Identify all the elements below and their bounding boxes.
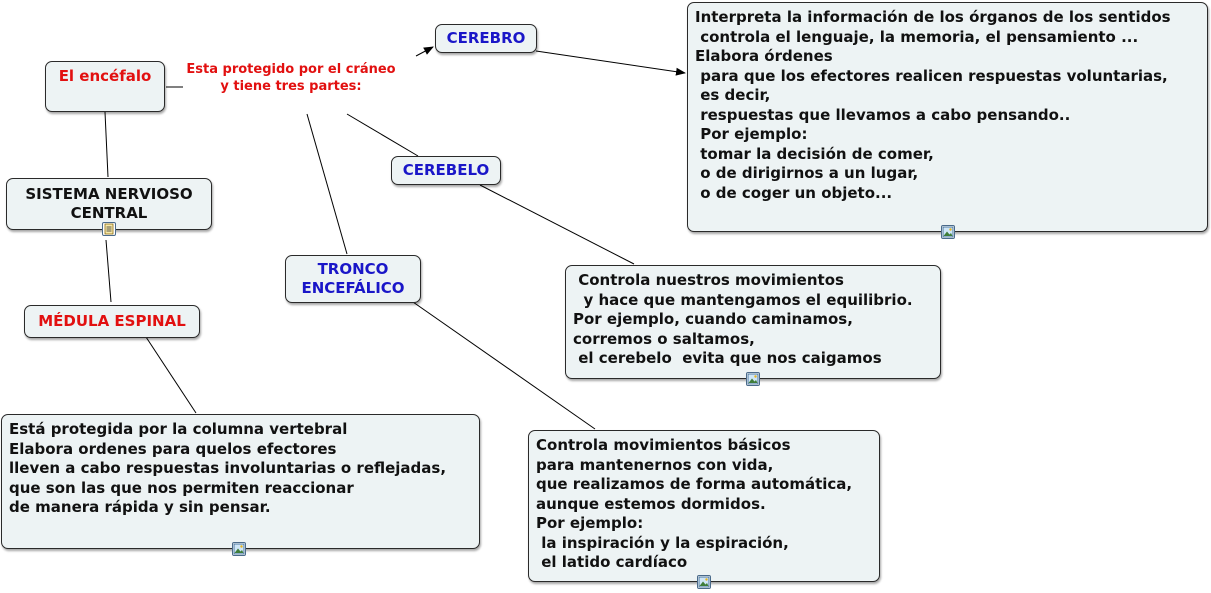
- line-root-to-sistema: [104, 111, 109, 178]
- line-medula-to-desc: [145, 336, 197, 414]
- line-tronco-to-desc: [412, 301, 596, 430]
- tronco-label: TRONCO ENCEFÁLICO: [301, 259, 405, 298]
- node-medula-espinal[interactable]: MÉDULA ESPINAL: [24, 305, 200, 338]
- document-icon[interactable]: [102, 222, 116, 236]
- image-icon[interactable]: [697, 575, 711, 589]
- tronco-description-text: Controla movimientos básicos para manten…: [536, 436, 853, 571]
- line-phrase-to-tronco: [306, 113, 348, 255]
- tronco-description-box[interactable]: Controla movimientos básicos para manten…: [528, 430, 880, 582]
- cerebro-description-box[interactable]: Interpreta la información de los órganos…: [687, 2, 1208, 232]
- medula-label: MÉDULA ESPINAL: [38, 311, 186, 330]
- cerebro-label: CEREBRO: [446, 28, 526, 47]
- cerebelo-description-text: Controla nuestros movimientos y hace que…: [573, 271, 913, 367]
- cerebelo-description-box[interactable]: Controla nuestros movimientos y hace que…: [565, 265, 941, 379]
- image-icon[interactable]: [746, 372, 760, 386]
- image-icon[interactable]: [941, 225, 955, 239]
- root-node-encefalo[interactable]: El encéfalo: [45, 61, 165, 112]
- image-icon[interactable]: [232, 542, 246, 556]
- medula-description-text: Está protegida por la columna vertebral …: [9, 420, 447, 516]
- node-cerebelo[interactable]: CEREBELO: [391, 156, 501, 185]
- root-label: El encéfalo: [58, 67, 152, 85]
- arrow-phrase-to-cerebro: [415, 46, 434, 57]
- link-phrase: Esta protegido por el cráneo y tiene tre…: [186, 62, 396, 94]
- line-phrase-to-cerebelo: [346, 113, 419, 157]
- line-sistema-to-medula: [105, 239, 112, 303]
- node-cerebro[interactable]: CEREBRO: [435, 24, 537, 53]
- cerebelo-label: CEREBELO: [402, 160, 490, 179]
- medula-description-box[interactable]: Está protegida por la columna vertebral …: [1, 414, 480, 549]
- cerebro-description-text: Interpreta la información de los órganos…: [695, 8, 1171, 202]
- line-cerebelo-to-desc: [479, 184, 635, 265]
- arrow-cerebro-to-desc: [535, 50, 686, 76]
- sistema-label: SISTEMA NERVIOSO CENTRAL: [25, 184, 193, 223]
- node-tronco-encefalico[interactable]: TRONCO ENCEFÁLICO: [285, 255, 421, 303]
